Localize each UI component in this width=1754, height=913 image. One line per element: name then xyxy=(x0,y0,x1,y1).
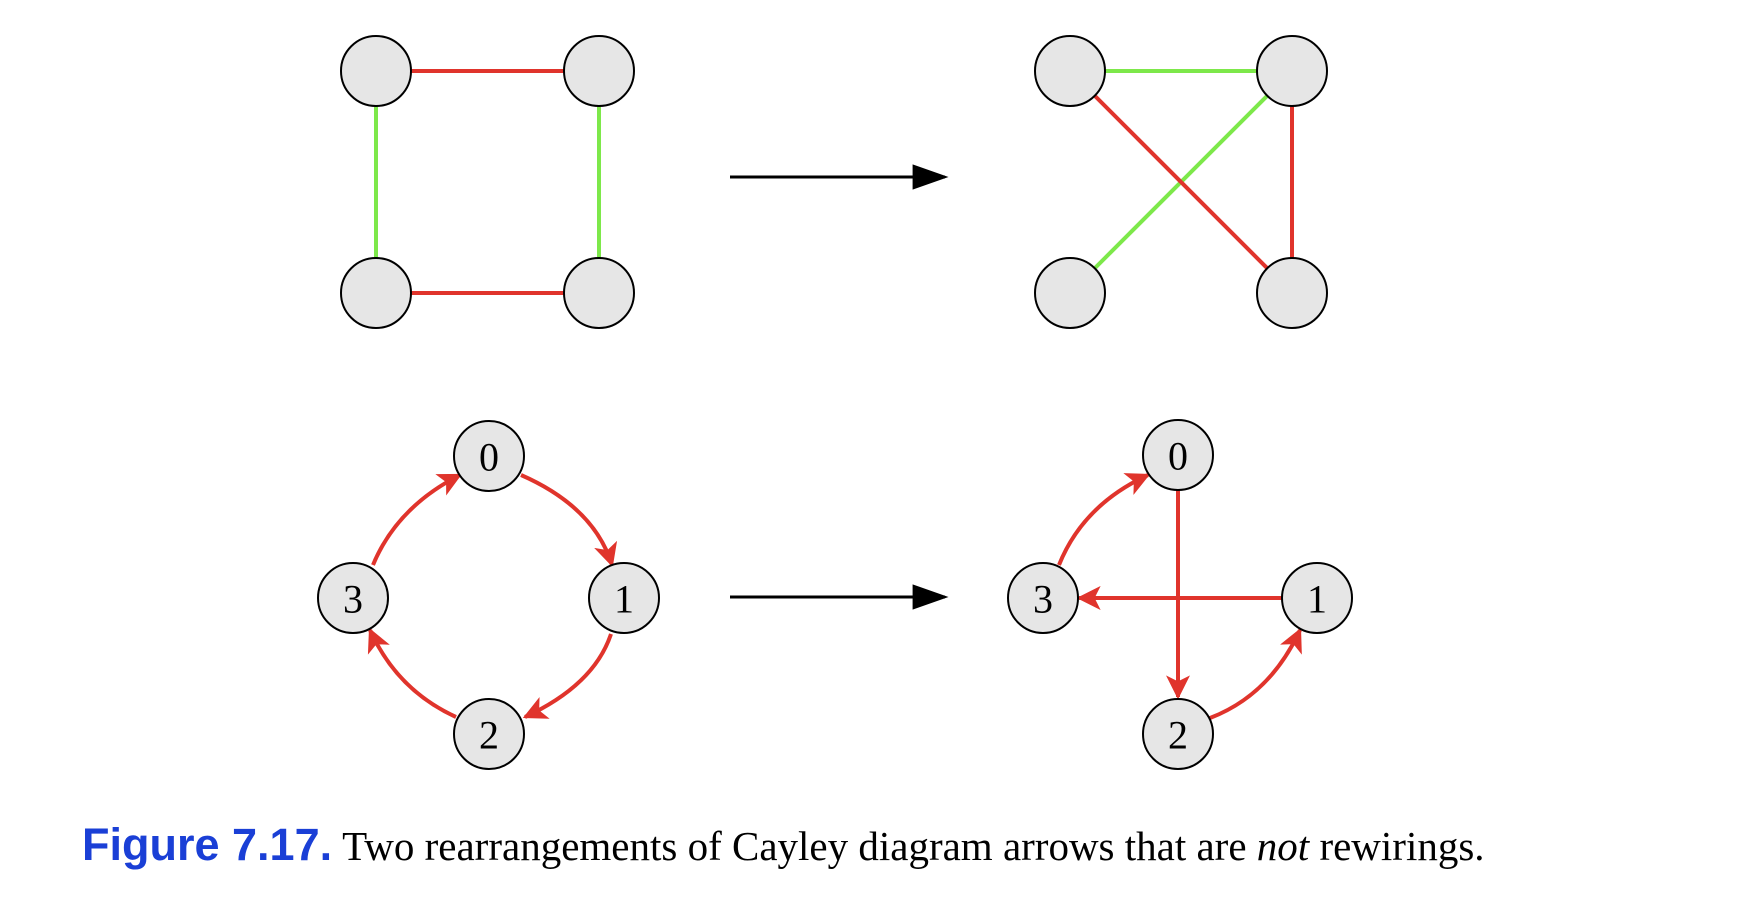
node-1 xyxy=(1281,562,1353,634)
arrow-2-to-1 xyxy=(1209,627,1302,720)
node-bottom-right xyxy=(1256,257,1328,329)
top-right-diagram xyxy=(1034,35,1328,329)
node-0-label: 0 xyxy=(1168,434,1188,479)
caption-text-after: rewirings. xyxy=(1309,823,1485,869)
node-3-label: 3 xyxy=(1033,577,1053,622)
node-0 xyxy=(453,420,525,492)
node-1-label: 1 xyxy=(614,577,634,622)
caption-text-before: Two rearrangements of Cayley diagram arr… xyxy=(342,823,1257,869)
node-bottom-left xyxy=(340,257,412,329)
arrow-3-to-0 xyxy=(1057,473,1151,566)
top-left-diagram xyxy=(340,35,635,329)
node-3-label: 3 xyxy=(343,577,363,622)
caption-emphasis: not xyxy=(1256,823,1310,869)
node-top-right xyxy=(563,35,635,107)
node-1-label: 1 xyxy=(1307,577,1327,622)
caption-label: Figure 7.17. xyxy=(82,819,333,870)
node-bottom-right xyxy=(563,257,635,329)
node-2-label: 2 xyxy=(479,713,499,758)
red-edge-diagonal xyxy=(1068,69,1294,295)
node-top-left xyxy=(1034,35,1106,107)
node-3 xyxy=(317,562,389,634)
bottom-right-diagram: 0 1 2 3 xyxy=(1007,419,1353,770)
node-2-label: 2 xyxy=(1168,713,1188,758)
node-0-label: 0 xyxy=(479,435,499,480)
arrow-3-to-0 xyxy=(371,473,463,566)
figure-caption: Figure 7.17.Two rearrangements of Cayley… xyxy=(82,822,1485,867)
node-top-right xyxy=(1256,35,1328,107)
node-0 xyxy=(1142,419,1214,491)
node-top-left xyxy=(340,35,412,107)
bottom-left-diagram: 0 1 2 3 xyxy=(317,420,660,770)
node-3 xyxy=(1007,562,1079,634)
node-1 xyxy=(588,562,660,634)
arrow-2-to-3 xyxy=(367,627,457,719)
arrow-1-to-2 xyxy=(522,633,613,719)
node-2 xyxy=(1142,698,1214,770)
arrow-0-to-1 xyxy=(520,473,618,568)
node-2 xyxy=(453,698,525,770)
node-bottom-left xyxy=(1034,257,1106,329)
